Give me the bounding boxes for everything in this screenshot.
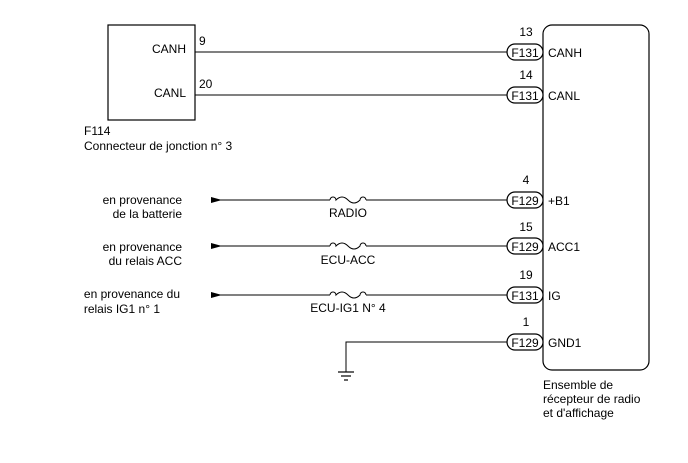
source-battery-line-1: en provenance <box>103 193 183 207</box>
receiver-name-line-1: Ensemble de <box>543 378 613 392</box>
receiver-pin-b1: F129 4 +B1 <box>506 173 570 209</box>
wire-ground <box>345 341 507 372</box>
pin-label: IG <box>548 289 561 303</box>
pin-label: +B1 <box>548 194 570 208</box>
fuse-ecu-acc-label: ECU-ACC <box>321 253 376 267</box>
connector-code: F131 <box>511 46 539 60</box>
receiver-name-line-2: récepteur de radio <box>543 392 641 406</box>
pin-label: CANH <box>548 46 582 60</box>
connector-code: F131 <box>511 289 539 303</box>
connector-code: F129 <box>511 240 539 254</box>
pin-number: 4 <box>523 173 530 187</box>
receiver-pin-ig: F131 19 IG <box>506 268 561 304</box>
ground-icon <box>338 371 354 381</box>
junction-connector-name: Connecteur de jonction n° 3 <box>84 139 233 153</box>
pin-number: 19 <box>519 268 533 282</box>
source-acc-line-2: du relais ACC <box>109 254 183 268</box>
receiver-pin-canh: F131 13 CANH <box>506 25 582 61</box>
source-ig1-line-2: relais IG1 n° 1 <box>84 302 160 316</box>
connector-pill <box>506 43 544 61</box>
fuse-ecu-ig1-label: ECU-IG1 N° 4 <box>310 301 386 315</box>
junction-pin-canh-number: 9 <box>199 34 206 48</box>
source-acc-line-1: en provenance <box>103 240 183 254</box>
pin-label: GND1 <box>548 336 582 350</box>
fuse-icon <box>329 291 367 299</box>
junction-connector-code: F114 <box>84 124 111 138</box>
connector-code: F129 <box>511 194 539 208</box>
junction-pin-canh-label: CANH <box>152 42 186 56</box>
pin-number: 15 <box>519 220 533 234</box>
pin-number: 14 <box>519 68 533 82</box>
connector-code: F131 <box>511 89 539 103</box>
receiver-name-line-3: et d'affichage <box>543 406 614 420</box>
connector-code: F129 <box>511 336 539 350</box>
fuse-radio-label: RADIO <box>329 206 367 220</box>
junction-connector-box <box>107 24 196 121</box>
pin-label: ACC1 <box>548 240 580 254</box>
receiver-pin-canl: F131 14 CANL <box>506 68 580 104</box>
receiver-pin-gnd1: F129 1 GND1 <box>506 315 582 351</box>
junction-pin-canl-number: 20 <box>199 77 213 91</box>
source-ig1-line-1: en provenance du <box>84 287 180 301</box>
fuse-icon <box>329 242 367 250</box>
receiver-pin-acc1: F129 15 ACC1 <box>506 220 580 255</box>
pin-label: CANL <box>548 89 580 103</box>
fuse-icon <box>329 196 367 204</box>
junction-pin-canl-label: CANL <box>154 86 186 100</box>
pin-number: 1 <box>523 315 530 329</box>
pin-number: 13 <box>519 25 533 39</box>
source-battery-line-2: de la batterie <box>113 207 183 221</box>
connector-pill <box>506 86 544 104</box>
